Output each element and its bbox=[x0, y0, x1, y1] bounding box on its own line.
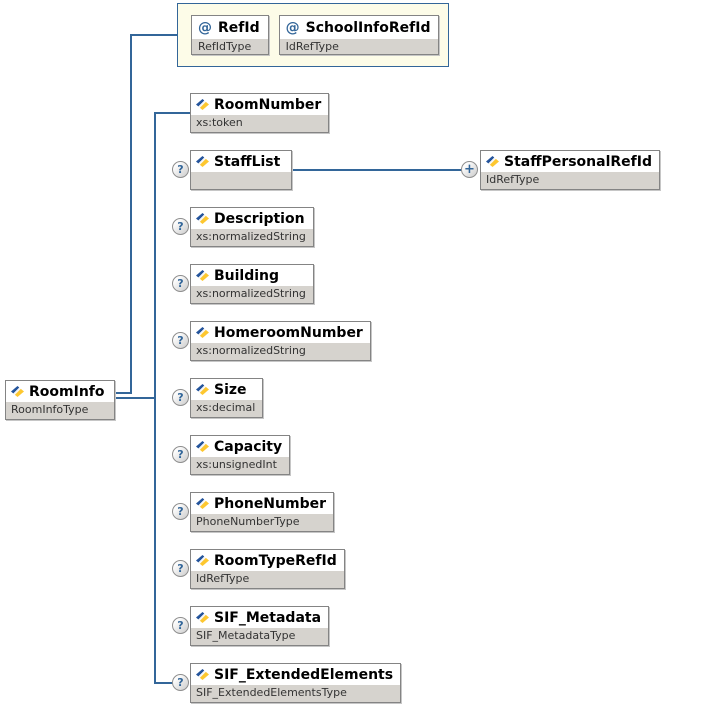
element-name-label: StaffPersonalRefId bbox=[504, 153, 652, 170]
element-name-label: RoomTypeRefId bbox=[214, 552, 337, 569]
element-icon bbox=[196, 99, 209, 110]
element-name-label: StaffList bbox=[214, 153, 281, 170]
attribute-name-label: SchoolInfoRefId bbox=[305, 19, 431, 36]
element-name: StaffPersonalRefId bbox=[481, 151, 659, 172]
element-name-label: Size bbox=[214, 381, 247, 398]
element-name: SIF_Metadata bbox=[191, 607, 329, 628]
element-box-phonenumber[interactable]: PhoneNumber PhoneNumberType bbox=[190, 492, 334, 532]
element-box-roomtyperefid[interactable]: RoomTypeRefId IdRefType bbox=[190, 549, 345, 589]
element-type-label: xs:token bbox=[191, 115, 329, 132]
attribute-at-icon: @ bbox=[285, 19, 300, 36]
element-box-roominfo[interactable]: RoomInfo RoomInfoType bbox=[5, 380, 115, 420]
element-box-size[interactable]: Size xs:decimal bbox=[190, 378, 264, 418]
element-name-label: Building bbox=[214, 267, 280, 284]
element-name-label: RoomInfo bbox=[29, 383, 105, 400]
attribute-name-label: RefId bbox=[218, 19, 260, 36]
attribute-box-schoolinforefid[interactable]: @ SchoolInfoRefId IdRefType bbox=[278, 15, 440, 55]
element-name-label: SIF_Metadata bbox=[214, 609, 322, 626]
optional-marker-icon: ? bbox=[172, 161, 189, 178]
element-icon bbox=[196, 555, 209, 566]
optional-marker-icon: ? bbox=[172, 503, 189, 520]
element-name: SIF_ExtendedElements bbox=[191, 664, 401, 685]
element-box-roomnumber[interactable]: RoomNumber xs:token bbox=[190, 93, 330, 133]
element-name: Description bbox=[191, 208, 313, 229]
element-box-sif-extendedelements[interactable]: SIF_ExtendedElements SIF_ExtendedElement… bbox=[190, 663, 402, 703]
attribute-type-label: RefIdType bbox=[192, 39, 268, 54]
element-name: RoomNumber bbox=[191, 94, 329, 115]
element-box-description[interactable]: Description xs:normalizedString bbox=[190, 207, 314, 247]
element-name-label: Description bbox=[214, 210, 305, 227]
optional-marker-icon: ? bbox=[172, 389, 189, 406]
optional-marker-icon: ? bbox=[172, 446, 189, 463]
repeat-plus-icon[interactable]: + bbox=[461, 161, 478, 178]
element-name: RoomInfo bbox=[6, 381, 114, 402]
element-icon bbox=[196, 669, 209, 680]
element-icon bbox=[196, 213, 209, 224]
optional-marker-icon: ? bbox=[172, 560, 189, 577]
element-name: Capacity bbox=[191, 436, 290, 457]
element-type-label: SIF_ExtendedElementsType bbox=[191, 685, 401, 702]
attribute-name: @ SchoolInfoRefId bbox=[280, 16, 439, 39]
element-name: Size bbox=[191, 379, 263, 400]
element-icon bbox=[196, 612, 209, 623]
element-icon bbox=[196, 156, 209, 167]
element-icon bbox=[196, 384, 209, 395]
element-icon bbox=[196, 270, 209, 281]
element-type-label bbox=[191, 172, 291, 189]
optional-marker-icon: ? bbox=[172, 218, 189, 235]
element-box-stafflist[interactable]: StaffList bbox=[190, 150, 292, 190]
element-type-label: xs:unsignedInt bbox=[191, 457, 290, 474]
element-type-label: IdRefType bbox=[481, 172, 659, 189]
element-icon bbox=[196, 327, 209, 338]
optional-marker-icon: ? bbox=[172, 275, 189, 292]
optional-marker-icon: ? bbox=[172, 674, 189, 691]
element-name: StaffList bbox=[191, 151, 291, 172]
attribute-at-icon: @ bbox=[198, 19, 212, 36]
element-type-label: RoomInfoType bbox=[6, 402, 114, 419]
element-type-label: xs:normalizedString bbox=[191, 343, 370, 360]
element-name: RoomTypeRefId bbox=[191, 550, 344, 571]
element-type-label: SIF_MetadataType bbox=[191, 628, 329, 645]
connector-line bbox=[130, 34, 132, 394]
attribute-group: @ RefId RefIdType @ SchoolInfoRefId IdRe… bbox=[177, 3, 450, 67]
connector-line bbox=[285, 169, 463, 171]
element-type-label: IdRefType bbox=[191, 571, 344, 588]
element-name: HomeroomNumber bbox=[191, 322, 370, 343]
optional-marker-icon: ? bbox=[172, 617, 189, 634]
element-name-label: RoomNumber bbox=[214, 96, 322, 113]
element-name-label: HomeroomNumber bbox=[214, 324, 363, 341]
attribute-type-label: IdRefType bbox=[279, 39, 439, 54]
element-type-label: xs:normalizedString bbox=[191, 286, 313, 303]
element-name: PhoneNumber bbox=[191, 493, 333, 514]
element-icon bbox=[486, 156, 499, 167]
element-box-capacity[interactable]: Capacity xs:unsignedInt bbox=[190, 435, 291, 475]
element-name-label: SIF_ExtendedElements bbox=[214, 666, 394, 683]
connector-line bbox=[154, 112, 190, 114]
connector-line bbox=[154, 112, 156, 684]
optional-marker-icon: ? bbox=[172, 332, 189, 349]
element-box-building[interactable]: Building xs:normalizedString bbox=[190, 264, 314, 304]
element-icon bbox=[196, 498, 209, 509]
element-icon bbox=[196, 441, 209, 452]
element-box-sif-metadata[interactable]: SIF_Metadata SIF_MetadataType bbox=[190, 606, 330, 646]
element-box-staffpersonalrefid[interactable]: StaffPersonalRefId IdRefType bbox=[480, 150, 660, 190]
connector-line bbox=[130, 34, 178, 36]
attribute-box-refid[interactable]: @ RefId RefIdType bbox=[191, 15, 269, 55]
element-name-label: Capacity bbox=[214, 438, 283, 455]
element-icon bbox=[11, 386, 24, 397]
element-box-homeroomnumber[interactable]: HomeroomNumber xs:normalizedString bbox=[190, 321, 371, 361]
element-name-label: PhoneNumber bbox=[214, 495, 326, 512]
element-name: Building bbox=[191, 265, 313, 286]
element-type-label: xs:normalizedString bbox=[191, 229, 313, 246]
element-type-label: xs:decimal bbox=[191, 400, 263, 417]
element-type-label: PhoneNumberType bbox=[191, 514, 333, 531]
connector-line bbox=[154, 682, 176, 684]
connector-line bbox=[95, 397, 156, 399]
attribute-name: @ RefId bbox=[192, 16, 268, 39]
